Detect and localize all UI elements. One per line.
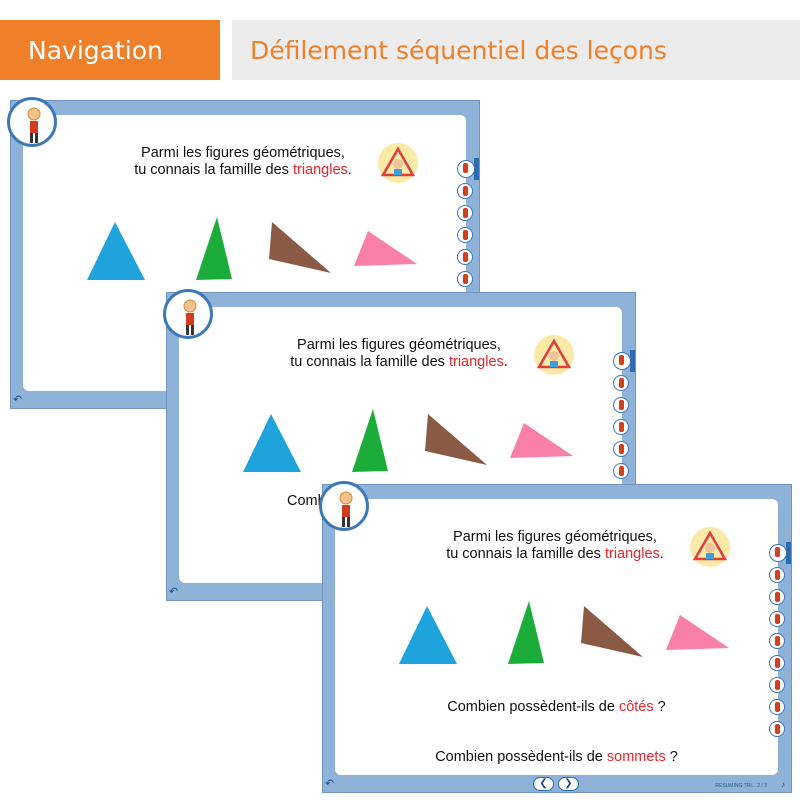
lesson-thumbnail[interactable] (613, 463, 629, 479)
lesson-thumbnail[interactable] (457, 160, 475, 178)
slide-navigation: ❮ ❯ (533, 776, 581, 792)
lesson-thumbnail[interactable] (457, 249, 473, 265)
triangle-shapes (399, 601, 729, 664)
lesson-thumbnail[interactable] (769, 699, 785, 715)
lesson-thumbnail-rail[interactable] (455, 158, 479, 398)
back-arrow-icon[interactable]: ↶ (325, 778, 335, 790)
mascot-badge (7, 97, 57, 147)
rail-accent (786, 542, 791, 564)
lesson-thumbnail[interactable] (769, 589, 785, 605)
mascot-icon (27, 107, 41, 143)
lesson-thumbnail[interactable] (613, 352, 631, 370)
rail-accent (630, 350, 635, 372)
lesson-thumbnail[interactable] (613, 419, 629, 435)
section-subtitle: Défilement séquentiel des leçons (232, 20, 800, 80)
mascot-badge (163, 289, 213, 339)
lesson-thumbnail[interactable] (769, 633, 785, 649)
triangle-badge-icon (378, 143, 418, 183)
question-block: Combien possèdent-ils de côtés ? Combien… (335, 694, 778, 770)
mascot-icon (183, 299, 197, 335)
section-tag: Navigation (0, 20, 220, 80)
lesson-thumbnail[interactable] (457, 271, 473, 287)
lesson-thumbnail[interactable] (769, 655, 785, 671)
lesson-thumbnail[interactable] (769, 567, 785, 583)
lesson-thumbnail[interactable] (769, 721, 785, 737)
partial-question-text: Comb (287, 493, 326, 509)
slide-intro-text: Parmi les figures géométriques, tu conna… (134, 145, 352, 178)
mascot-icon (339, 491, 353, 527)
back-arrow-icon[interactable]: ↶ (169, 586, 179, 598)
slide-intro-text: Parmi les figures géométriques, tu conna… (446, 529, 664, 562)
question-sides: Combien possèdent-ils de côtés ? (447, 699, 666, 715)
mascot-badge (319, 481, 369, 531)
lesson-thumbnail[interactable] (457, 205, 473, 221)
slide-counter: RESUMING TRI... 2 / 3 (715, 783, 767, 789)
lesson-thumbnail[interactable] (769, 677, 785, 693)
slide-intro-text: Parmi les figures géométriques, tu conna… (290, 337, 508, 370)
lesson-thumbnail[interactable] (769, 544, 787, 562)
lesson-thumbnail[interactable] (613, 397, 629, 413)
next-arrow-icon[interactable]: ❯ (558, 777, 579, 791)
lesson-thumbnail-rail[interactable] (767, 542, 791, 782)
slide-content-frame: Parmi les figures géométriques, tu conna… (335, 499, 778, 775)
prev-arrow-icon[interactable]: ❮ (533, 777, 554, 791)
triangle-badge-icon (534, 335, 574, 375)
sound-icon[interactable]: ♪ (781, 780, 785, 789)
lesson-thumbnail[interactable] (457, 183, 473, 199)
question-vertices: Combien possèdent-ils de sommets ? (435, 749, 678, 765)
lesson-thumbnail[interactable] (457, 227, 473, 243)
triangle-shapes (243, 409, 573, 472)
triangle-shapes (87, 217, 417, 280)
lesson-thumbnail[interactable] (613, 441, 629, 457)
lesson-thumbnail[interactable] (769, 611, 785, 627)
lesson-thumbnail[interactable] (613, 375, 629, 391)
triangle-badge-icon (690, 527, 730, 567)
back-arrow-icon[interactable]: ↶ (13, 394, 23, 406)
rail-accent (474, 158, 479, 180)
lesson-slide-3: Parmi les figures géométriques, tu conna… (319, 481, 792, 793)
lesson-thumbnail-rail[interactable] (611, 350, 635, 590)
